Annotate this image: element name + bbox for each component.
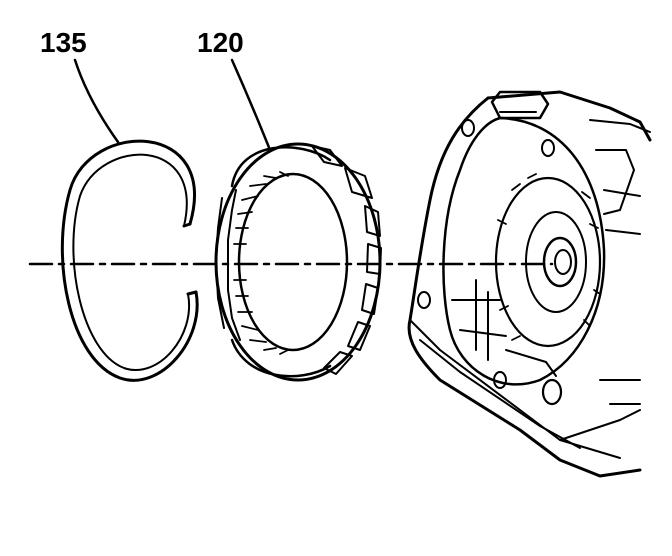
spline-ring-120 (214, 142, 382, 382)
callout-label-135: 135 (40, 27, 87, 58)
leader-line-120 (230, 58, 272, 152)
retaining-ring-135 (60, 139, 199, 382)
callout-label-120: 120 (197, 27, 244, 58)
leader-line-135 (73, 58, 120, 144)
transmission-case (407, 90, 652, 478)
